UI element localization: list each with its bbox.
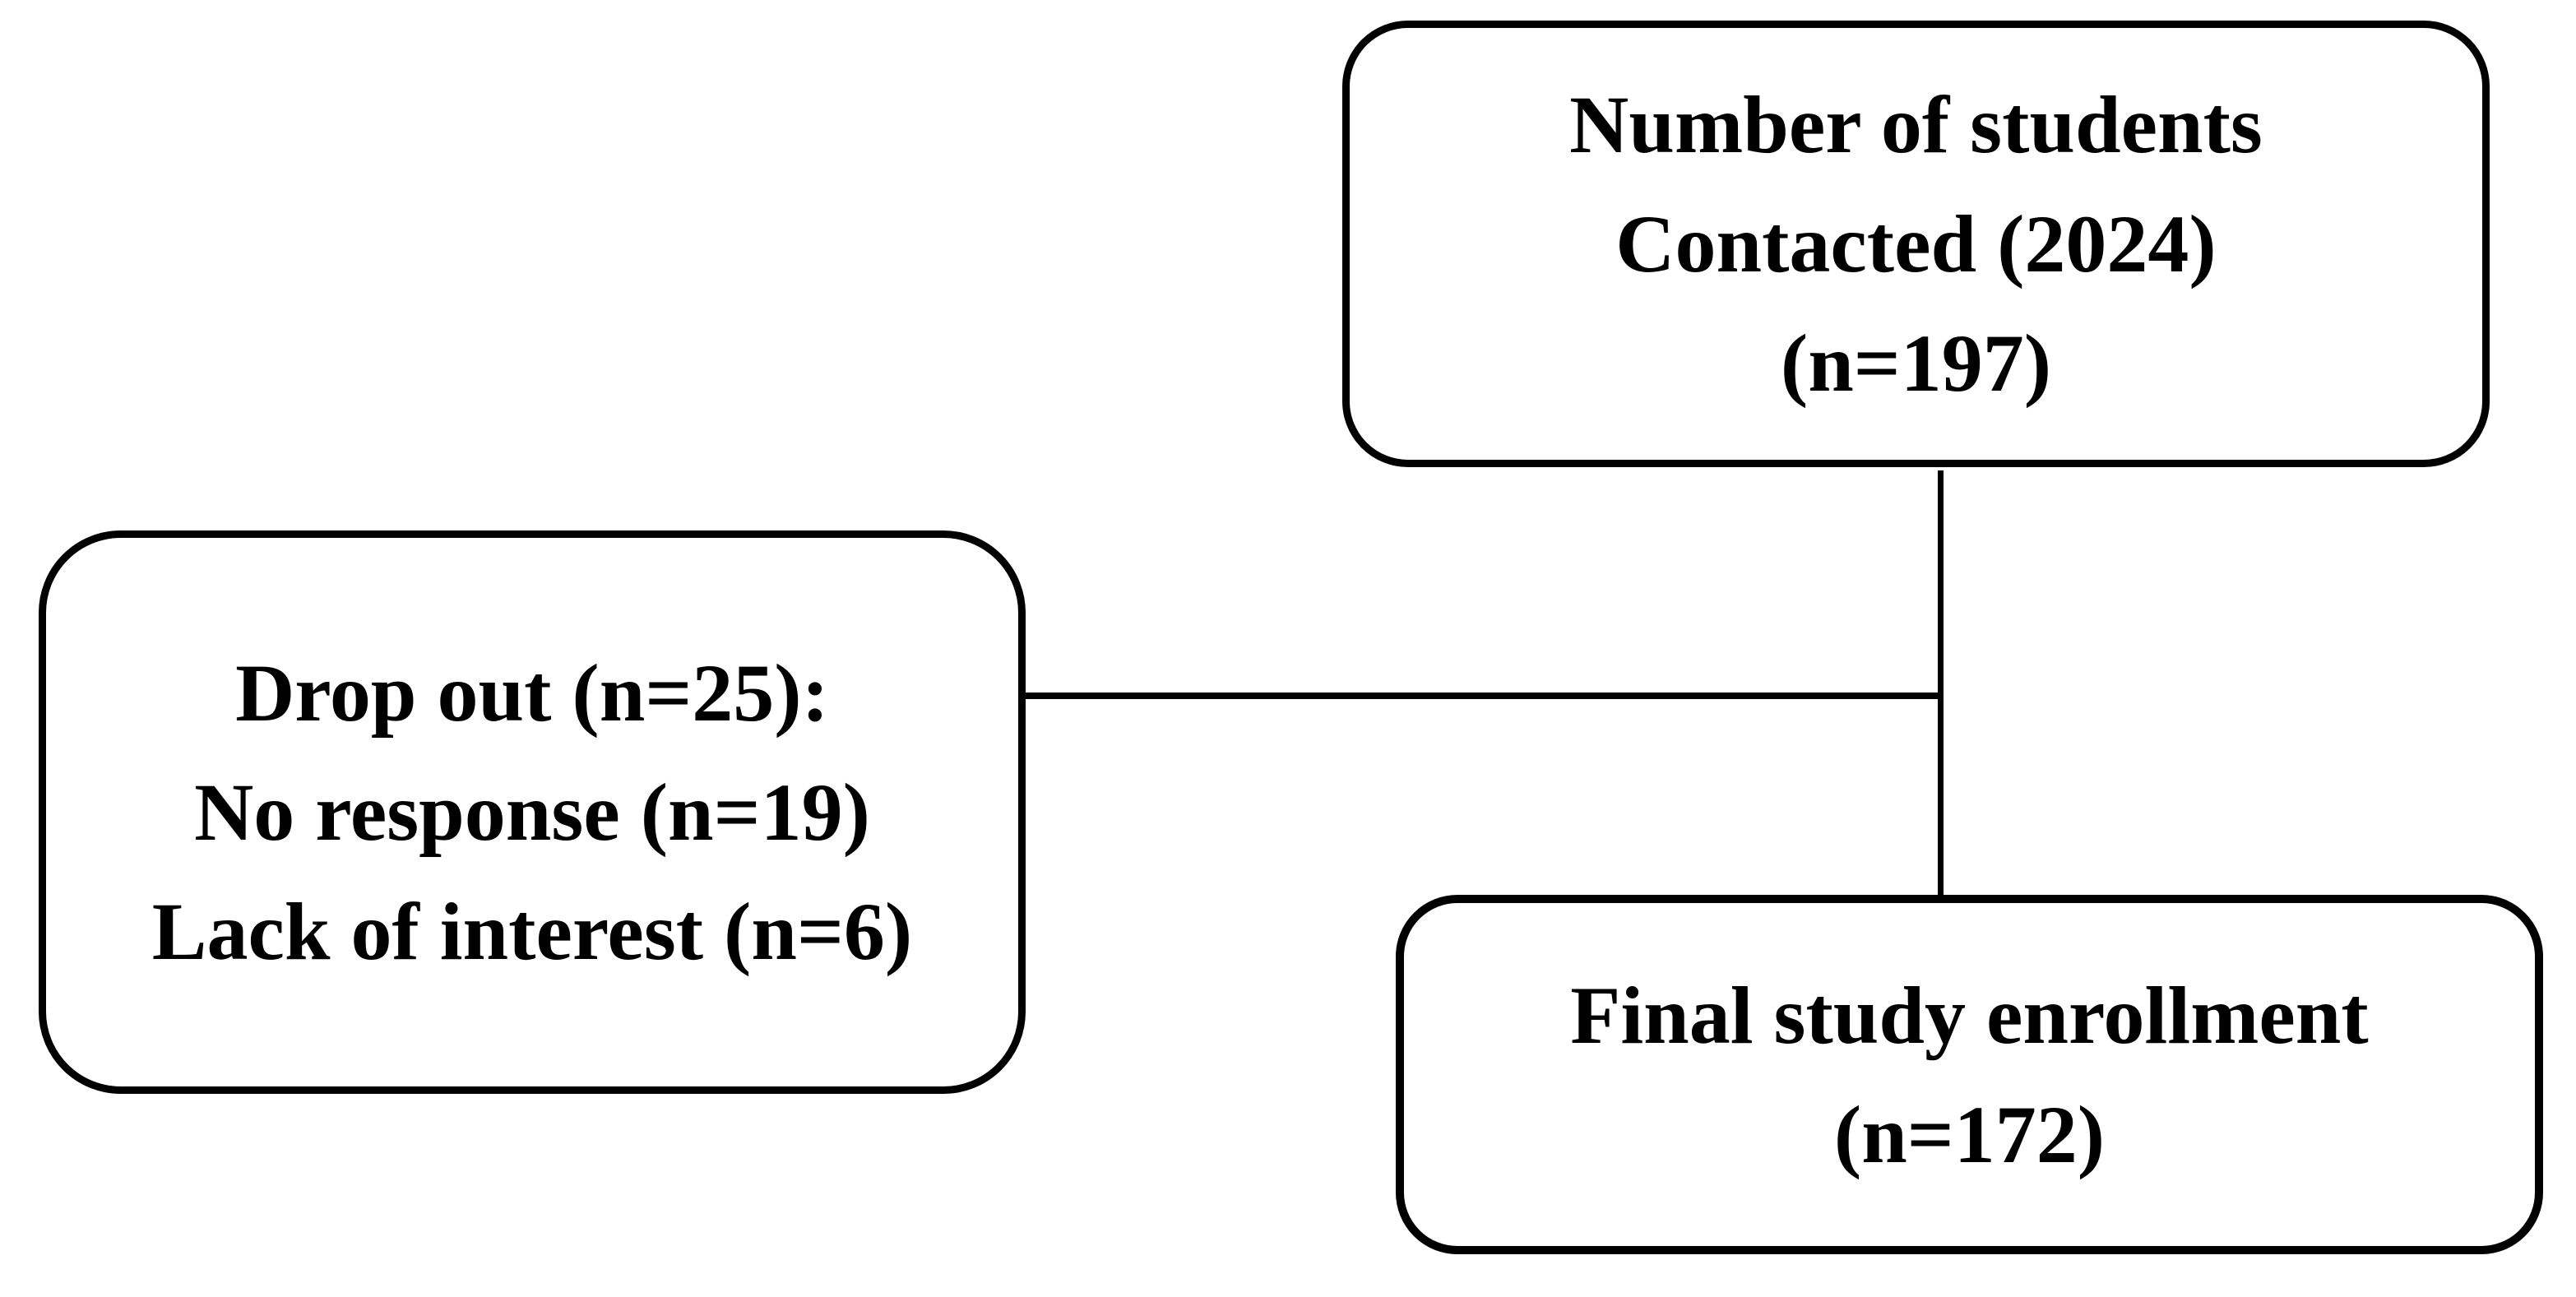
contacted-count: (n=197) [1780, 317, 2052, 409]
contacted-line-2: Contacted (2024) [1615, 198, 2217, 290]
contacted-line-1: Number of students [1569, 79, 2263, 170]
node-students-contacted: Number of students Contacted (2024) (n=1… [1342, 21, 2490, 467]
enrollment-line-1: Final study enrollment [1570, 969, 2369, 1061]
node-final-enrollment: Final study enrollment (n=172) [1396, 895, 2543, 1254]
dropout-line-1: Drop out (n=25): [235, 647, 829, 739]
dropout-line-3: Lack of interest (n=6) [151, 886, 913, 977]
connector-contacted-to-enrollment [1938, 470, 1944, 895]
node-drop-out: Drop out (n=25): No response (n=19) Lack… [39, 530, 1026, 1094]
connector-dropout-branch [1022, 693, 1944, 699]
dropout-line-2: No response (n=19) [194, 767, 870, 858]
enrollment-count: (n=172) [1833, 1088, 2106, 1180]
